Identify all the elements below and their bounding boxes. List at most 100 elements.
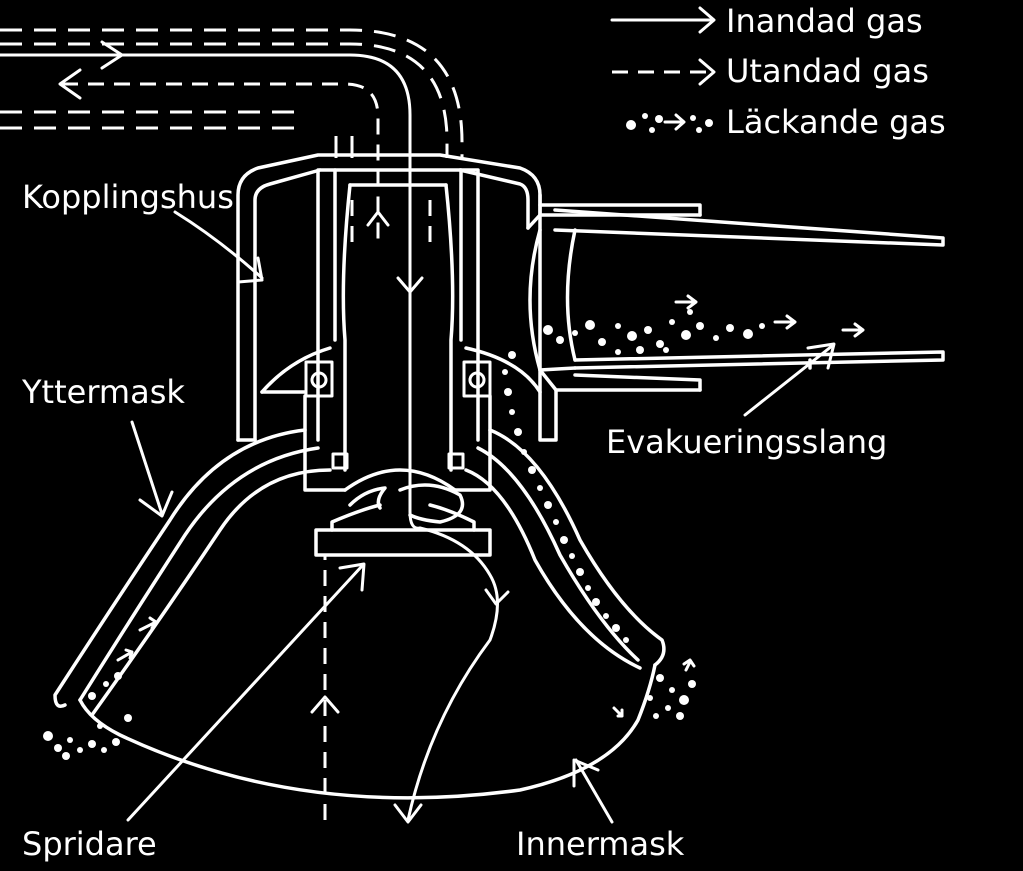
hose-outer-mid-dashed bbox=[0, 42, 449, 158]
leak-dot bbox=[598, 338, 606, 346]
leak-dot bbox=[623, 637, 629, 643]
leak-dot bbox=[726, 324, 734, 332]
top-hose bbox=[0, 28, 464, 530]
leaking-gas-dots bbox=[43, 309, 765, 760]
legend-exhaled-arrow-icon bbox=[698, 58, 716, 86]
leak-dot bbox=[528, 466, 536, 474]
inhaled-mid-arrow-icon bbox=[484, 588, 510, 606]
leak-dot bbox=[537, 485, 543, 491]
evacuation-hose-label: Evakueringsslang bbox=[606, 423, 887, 461]
inner-mask-callout: Innermask bbox=[516, 758, 685, 863]
leak-dot bbox=[669, 687, 675, 693]
legend-exhaled: Utandad gas bbox=[612, 52, 929, 90]
leak-dot bbox=[656, 674, 664, 682]
leak-dot bbox=[656, 340, 664, 348]
leak-dot bbox=[543, 325, 553, 335]
leak-dot bbox=[576, 568, 584, 576]
leak-dot bbox=[688, 680, 696, 688]
leak-dot bbox=[679, 695, 689, 705]
leak-dot bbox=[124, 714, 132, 722]
leak-dot bbox=[743, 329, 753, 339]
leak-dot bbox=[713, 335, 719, 341]
leak-dot bbox=[504, 388, 512, 396]
leak-dot bbox=[502, 369, 508, 375]
leak-dot bbox=[644, 326, 652, 334]
inner-mask-pointer-icon bbox=[574, 758, 614, 824]
leak-dot bbox=[585, 320, 595, 330]
leak-dot bbox=[759, 323, 765, 329]
legend-exhaled-label: Utandad gas bbox=[726, 52, 929, 90]
leak-dot bbox=[665, 705, 671, 711]
legend-inhaled-arrow-icon bbox=[698, 6, 716, 34]
leak-dot bbox=[681, 330, 691, 340]
inhaled-arrow-top-icon bbox=[100, 40, 124, 70]
leak-dot bbox=[585, 585, 591, 591]
exhaled-up-arrow-icon bbox=[310, 695, 340, 714]
leak-dot bbox=[663, 347, 669, 353]
leak-dot bbox=[88, 740, 96, 748]
leak-dot bbox=[54, 744, 62, 752]
leak-dot bbox=[509, 409, 515, 415]
leak-dot bbox=[653, 713, 659, 719]
leak-dot bbox=[101, 747, 107, 753]
leak-dot bbox=[77, 747, 83, 753]
diffuser bbox=[314, 468, 492, 557]
leak-dot bbox=[572, 330, 578, 336]
hose-outer-top-dashed bbox=[0, 28, 464, 158]
callouts: Kopplingshus Yttermask Evakueringsslang … bbox=[21, 178, 887, 863]
leak-dot bbox=[514, 428, 522, 436]
coupling-housing-pointer-icon bbox=[173, 210, 264, 280]
inner-mask-label: Innermask bbox=[516, 825, 685, 863]
evacuation-hose-callout: Evakueringsslang bbox=[606, 342, 887, 461]
legend-leaking-arrow-icon bbox=[663, 113, 686, 131]
legend: Inandad gas Utandad gas Läckande gas bbox=[610, 2, 946, 141]
leak-dot bbox=[544, 501, 552, 509]
exhaled-flow-line bbox=[62, 82, 380, 240]
exhaled-arrow-top-icon bbox=[58, 68, 82, 100]
legend-leaking: Läckande gas bbox=[626, 103, 946, 141]
outer-mask-pointer-icon bbox=[130, 420, 164, 516]
leak-dot bbox=[676, 712, 684, 720]
legend-inhaled-label: Inandad gas bbox=[726, 2, 923, 40]
leak-dot bbox=[669, 319, 675, 325]
leak-dot bbox=[43, 731, 53, 741]
leak-dot bbox=[556, 336, 564, 344]
coupling-housing-callout: Kopplingshus bbox=[22, 178, 264, 284]
leak-dot bbox=[88, 692, 96, 700]
exhaled-neck-arrow-icon bbox=[366, 210, 390, 227]
legend-leaking-label: Läckande gas bbox=[726, 103, 946, 141]
diffuser-callout: Spridare bbox=[22, 562, 366, 863]
outer-mask bbox=[53, 428, 666, 708]
leak-dot bbox=[553, 519, 559, 525]
leak-dot bbox=[112, 738, 120, 746]
leak-dot bbox=[647, 695, 653, 701]
leak-dot bbox=[612, 624, 620, 632]
inhaled-flow-line bbox=[0, 53, 422, 530]
coupling-housing bbox=[236, 153, 702, 492]
leak-dot bbox=[696, 322, 704, 330]
leak-dot bbox=[615, 349, 621, 355]
diffuser-pointer-icon bbox=[126, 564, 364, 822]
leak-dot bbox=[603, 613, 609, 619]
outer-mask-label: Yttermask bbox=[21, 373, 185, 411]
evacuation-hose-pointer-icon bbox=[743, 344, 834, 417]
leak-dot bbox=[103, 681, 109, 687]
leak-dot bbox=[687, 309, 693, 315]
inhaled-down-arrow-icon bbox=[393, 803, 423, 824]
leak-dot bbox=[592, 598, 600, 606]
legend-inhaled: Inandad gas bbox=[610, 2, 923, 40]
inner-mask bbox=[78, 468, 657, 800]
outer-mask-callout: Yttermask bbox=[21, 373, 185, 518]
evacuation-hose bbox=[526, 203, 945, 392]
leak-dot bbox=[97, 723, 103, 729]
leak-dot bbox=[114, 672, 122, 680]
leak-dot bbox=[508, 351, 516, 359]
leak-dot bbox=[67, 737, 73, 743]
leak-dot bbox=[521, 449, 527, 455]
leak-dot bbox=[627, 331, 637, 341]
legend-leaking-dots-icon bbox=[626, 113, 713, 133]
flow-lines bbox=[116, 210, 865, 824]
leak-dot bbox=[62, 752, 70, 760]
coupling-housing-label: Kopplingshus bbox=[22, 178, 234, 216]
